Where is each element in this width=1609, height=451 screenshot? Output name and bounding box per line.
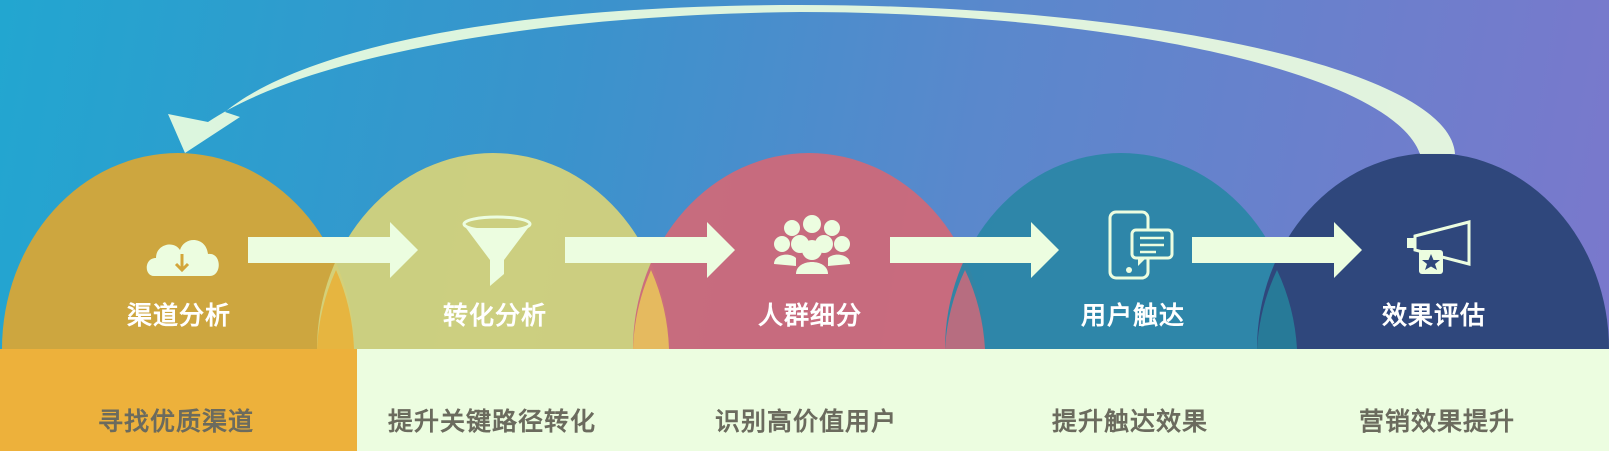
overlap-1-2	[317, 270, 354, 349]
stage-label-3: 人群细分	[757, 301, 862, 330]
overlap-4-5	[1257, 270, 1297, 349]
goal-band-highlight	[0, 349, 357, 451]
overlap-2-3	[633, 270, 669, 349]
loop-back-arrow	[168, 5, 1455, 154]
goal-label-2: 提升关键路径转化	[387, 407, 596, 436]
stage-label-4: 用户触达	[1080, 301, 1185, 330]
cloud-download-icon	[146, 239, 219, 276]
megaphone-star-icon	[1407, 220, 1471, 274]
overlap-3-4	[945, 270, 985, 349]
flow-arrow-3	[890, 222, 1059, 278]
funnel-icon	[462, 215, 532, 286]
flow-arrow-4	[1192, 222, 1362, 278]
stage-label-5: 效果评估	[1381, 301, 1486, 330]
flow-arrow-2	[565, 222, 735, 278]
people-group-icon	[774, 215, 850, 274]
goal-label-4: 提升触达效果	[1051, 407, 1208, 436]
stage-label-1: 渠道分析	[126, 301, 231, 330]
goal-label-5: 营销效果提升	[1358, 407, 1515, 436]
phone-message-icon	[1108, 210, 1174, 280]
goal-label-3: 识别高价值用户	[714, 407, 897, 436]
flow-arrow-1	[248, 222, 418, 278]
goal-label-1: 寻找优质渠道	[97, 407, 254, 436]
stage-dome-4	[945, 153, 1297, 349]
stage-label-2: 转化分析	[442, 301, 547, 330]
